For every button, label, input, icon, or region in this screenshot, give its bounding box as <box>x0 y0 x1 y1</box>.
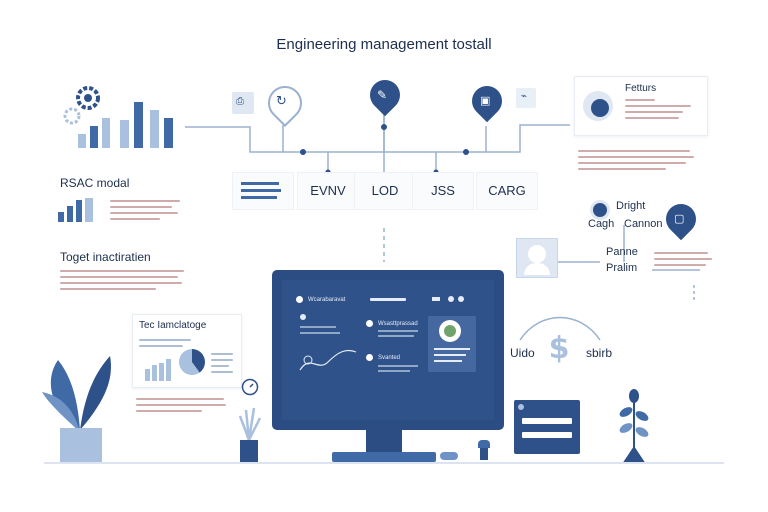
plant-illustration <box>42 356 111 464</box>
digital-label: Dright <box>616 200 646 212</box>
screen-item1-label[interactable]: Wsasttprassad <box>378 321 418 327</box>
profile-image-icon <box>516 238 558 278</box>
rbac-label: RSAC modal <box>60 176 130 190</box>
mouse-icon <box>440 452 458 460</box>
lod-box: LOD <box>354 172 416 210</box>
ground-line <box>44 462 724 464</box>
tech-card-legend <box>211 353 235 377</box>
carg-box: CARG <box>476 172 538 210</box>
target-label: Toget inactiratien <box>60 250 151 264</box>
target-description <box>60 270 184 294</box>
env-box: EVNV <box>297 172 359 210</box>
growth-chart-icon <box>78 100 178 148</box>
list-box <box>232 172 294 210</box>
tech-card-lines <box>139 339 191 351</box>
chart-glyph-icon: ⌁ <box>521 91 528 102</box>
small-document-icon <box>232 92 254 114</box>
rbac-description <box>110 200 180 224</box>
screen-search-input[interactable] <box>370 298 406 301</box>
right-plant-icon <box>619 389 649 464</box>
desk-plant-icon <box>478 440 490 460</box>
cagh-label: Cagh <box>588 218 615 230</box>
tech-card-description <box>136 398 226 416</box>
tech-card: Tec Iamclatoge <box>132 314 242 388</box>
small-plant-icon <box>238 407 262 462</box>
monitor-stand <box>366 426 402 452</box>
screen-item1-icon <box>366 320 373 327</box>
rbac-bars-icon <box>58 198 100 222</box>
page-title: Engineering management tostall <box>276 36 492 53</box>
tech-card-pie <box>179 349 205 375</box>
screen-notification-icon[interactable] <box>448 296 454 302</box>
pralim-label: Pralim <box>606 262 638 274</box>
money-left-label: Uido <box>510 346 535 360</box>
panne-label: Panne <box>606 246 638 258</box>
monitor-base <box>332 452 436 462</box>
screen-icon: ▣ <box>480 94 491 107</box>
gear-cluster-icon <box>62 84 108 130</box>
small-chart-icon <box>516 88 536 108</box>
avatar-head-icon <box>591 99 609 117</box>
screen-logo-icon <box>296 296 303 303</box>
doc-glyph-icon: ⎙ <box>236 96 244 107</box>
features-lines <box>625 99 695 123</box>
screen-item2-label[interactable]: Svanted <box>378 355 401 361</box>
screen-menu-icon[interactable] <box>432 297 440 301</box>
screen-header: Wcarabaravat <box>308 297 346 303</box>
screen-side-panel <box>428 316 476 372</box>
tech-card-chart <box>145 355 205 381</box>
monitor-screen: Wcarabaravat Wsasttprassad Svanted <box>282 280 494 420</box>
monitor: Wcarabaravat Wsasttprassad Svanted <box>272 270 504 430</box>
screen-line-chart <box>299 349 357 371</box>
features-card: Fetturs <box>574 76 708 136</box>
features-description <box>578 150 694 174</box>
features-title: Fetturs <box>625 83 657 94</box>
pin-cannon-glyph-icon: ▢ <box>674 212 685 225</box>
refresh-icon: ↻ <box>276 94 287 109</box>
server-card <box>514 400 580 454</box>
money-right-label: sbirb <box>586 346 613 360</box>
tech-card-title: Tec Iamclatoge <box>139 320 207 331</box>
screen-item2-icon <box>366 354 373 361</box>
screen-status-icon <box>300 314 306 320</box>
jss-box: JSS <box>412 172 474 210</box>
stopwatch-icon <box>241 378 259 396</box>
screen-badge-icon <box>439 320 461 342</box>
screen-profile-icon[interactable] <box>458 296 464 302</box>
cannon-label: Cannon <box>624 218 663 230</box>
dollar-icon: $ <box>548 331 570 366</box>
edit-icon: ✎ <box>377 88 388 102</box>
profile-description <box>654 252 712 270</box>
digital-icon <box>590 200 610 220</box>
